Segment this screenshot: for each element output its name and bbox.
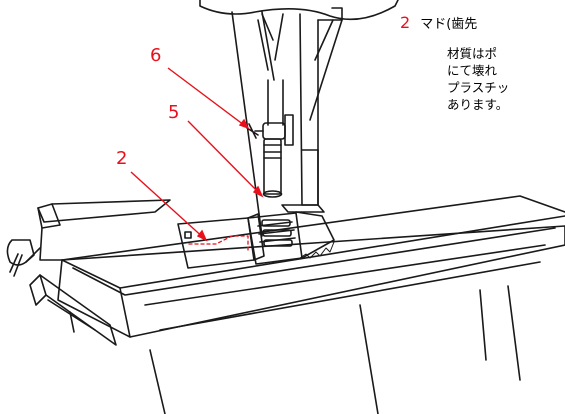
fence bbox=[281, 204, 325, 213]
stand-leg-left bbox=[149, 349, 166, 414]
fence-knob bbox=[6, 239, 35, 266]
callout-label-2: 2 bbox=[116, 148, 128, 169]
callout-line-5 bbox=[187, 120, 263, 197]
guide-block bbox=[262, 122, 286, 140]
blade-guard bbox=[267, 79, 284, 126]
callout-arrow-5 bbox=[252, 185, 264, 198]
callout-label-5: 5 bbox=[168, 102, 180, 123]
stand-leg-right bbox=[359, 289, 487, 414]
rip-fence bbox=[37, 199, 171, 223]
part-title: マド(歯先 bbox=[420, 17, 478, 32]
callout-arrow-2 bbox=[196, 229, 208, 242]
table-top bbox=[57, 225, 565, 338]
front-rail bbox=[39, 274, 117, 346]
part-heading: 2 マド(歯先 bbox=[400, 13, 477, 32]
upper-housing bbox=[199, 0, 399, 21]
description-line: 材質はポ bbox=[447, 46, 498, 61]
part-description: 材質はポ にて壊れ プラスチッ あります。 bbox=[447, 45, 565, 113]
callout-line-6 bbox=[167, 67, 249, 129]
callout-arrow-6 bbox=[238, 118, 250, 130]
description-line: プラスチッ bbox=[447, 80, 510, 95]
description-line: あります。 bbox=[447, 97, 509, 112]
frame-column bbox=[231, 11, 275, 237]
saw-blade bbox=[295, 211, 335, 259]
plate-insert-cut bbox=[188, 235, 249, 251]
guide-post bbox=[263, 138, 282, 195]
description-line: にて壊れ bbox=[447, 63, 498, 78]
table-slot bbox=[72, 227, 556, 296]
callout-line-2 bbox=[130, 171, 207, 241]
callout-label-6: 6 bbox=[150, 45, 162, 66]
part-number: 2 bbox=[400, 13, 411, 32]
